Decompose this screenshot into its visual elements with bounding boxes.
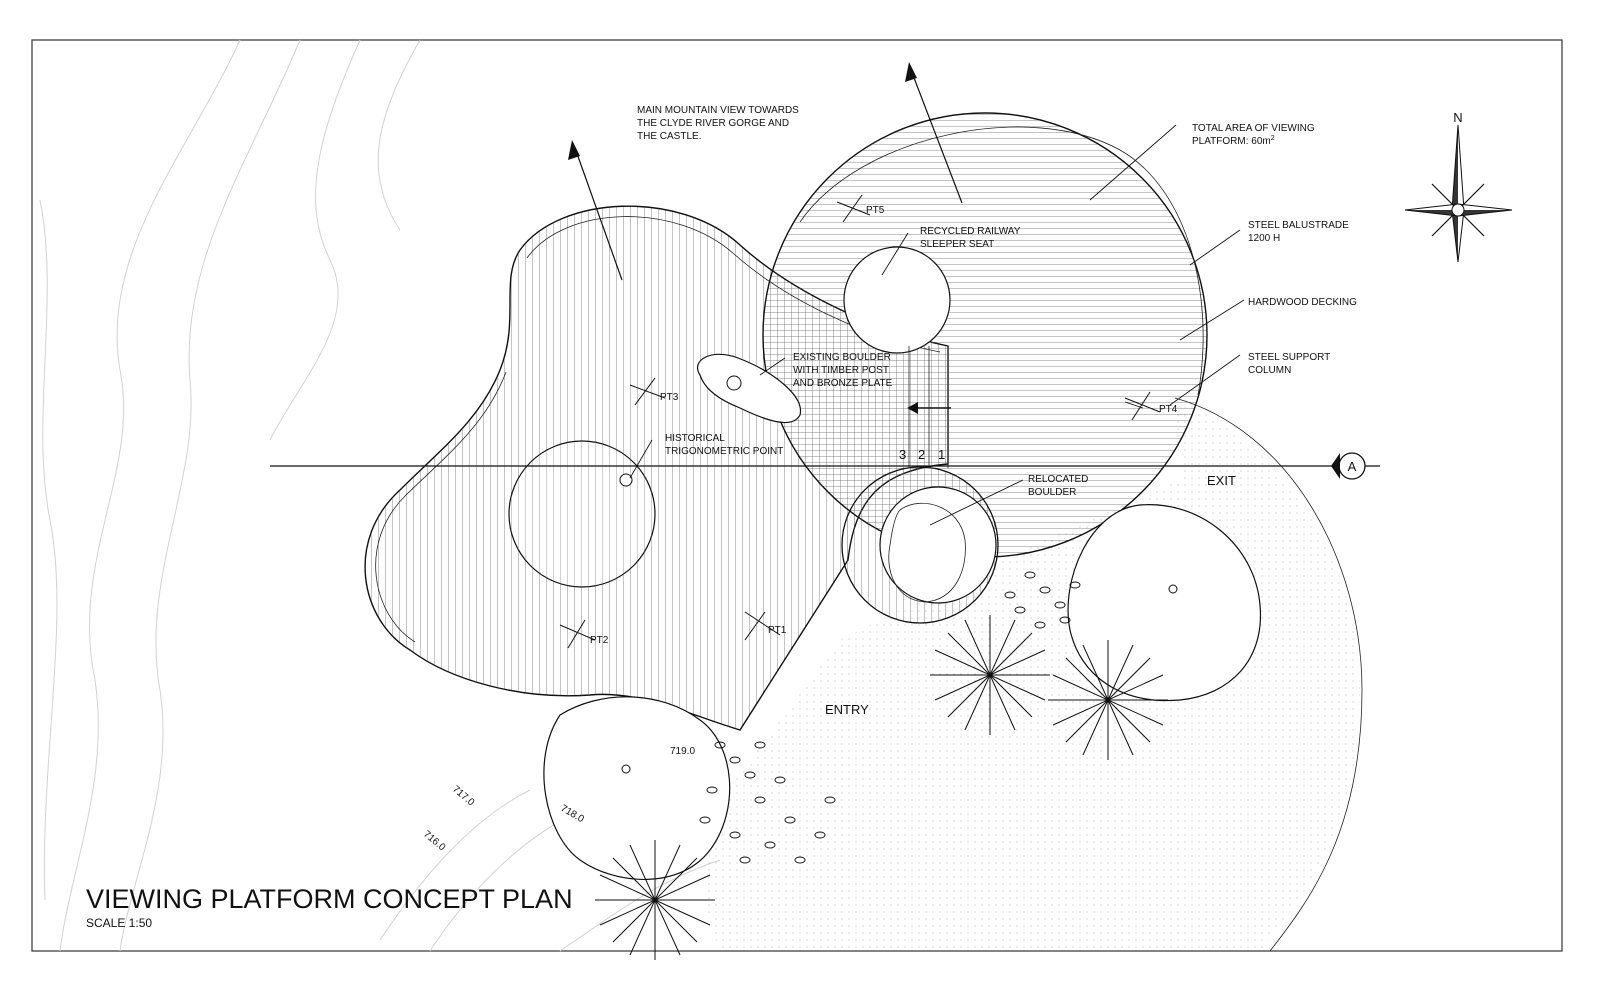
view-arrow-left [568, 140, 623, 281]
point-markers [559, 194, 1161, 649]
relocated-boulder-line-1: RELOCATED [1028, 474, 1088, 485]
north-arrow: N [1404, 110, 1513, 263]
contour-719: 719.0 [670, 746, 695, 757]
sleeper-seat-line-2: SLEEPER SEAT [920, 239, 994, 250]
shrub-cluster-left [699, 741, 836, 864]
pt5-label: PT5 [866, 205, 885, 216]
contour-716: 716.0 [421, 829, 448, 854]
support-column-line-2: COLUMN [1248, 365, 1291, 376]
star-plant-1 [930, 615, 1050, 735]
entry-label: ENTRY [825, 702, 869, 717]
decking-label: HARDWOOD DECKING [1248, 297, 1357, 308]
view-arrow-right [905, 62, 963, 204]
existing-boulder-line-3: AND BRONZE PLATE [793, 378, 893, 389]
section-marker-label: A [1348, 459, 1357, 474]
step-1: 1 [938, 447, 945, 462]
shrub-cluster-right [1004, 571, 1081, 629]
pt1-label: PT1 [768, 625, 787, 636]
mountain-view-line-2: THE CLYDE RIVER GORGE AND [637, 118, 789, 129]
column-arrow [907, 402, 951, 414]
exit-label: EXIT [1207, 473, 1236, 488]
right-deck [762, 112, 1208, 558]
pt4-label: PT4 [1159, 404, 1178, 415]
terrain-contours [39, 39, 721, 952]
contour-717: 717.0 [450, 784, 477, 809]
sleeper-seat-line-1: RECYCLED RAILWAY [920, 226, 1021, 237]
pt2-label: PT2 [590, 635, 609, 646]
section-marker: A [1331, 452, 1366, 480]
mountain-view-line-1: MAIN MOUNTAIN VIEW TOWARDS [637, 105, 799, 116]
total-area-superscript: 2 [1271, 135, 1275, 142]
paved-area-edge [1174, 397, 1363, 952]
relocated-boulder-line-2: BOULDER [1028, 487, 1076, 498]
drawing-scale: SCALE 1:50 [86, 916, 152, 930]
existing-boulder-line-1: EXISTING BOULDER [793, 352, 891, 363]
balustrade-line-2: 1200 H [1248, 233, 1280, 244]
existing-boulder-line-2: WITH TIMBER POST [793, 365, 889, 376]
total-area-line-2: PLATFORM: 60m2 [1192, 135, 1275, 147]
leader-lines [629, 124, 1245, 526]
total-area-line-1: TOTAL AREA OF VIEWING [1192, 123, 1315, 134]
tree-canopy-left [543, 696, 731, 880]
step-3: 3 [899, 447, 906, 462]
trig-point-circle [508, 440, 656, 588]
support-column-line-1: STEEL SUPPORT [1248, 352, 1330, 363]
existing-boulder [697, 353, 801, 424]
step-2: 2 [918, 447, 925, 462]
pt3-label: PT3 [660, 392, 679, 403]
star-plant-2 [1048, 640, 1168, 760]
total-area-text: PLATFORM: 60m [1192, 136, 1271, 147]
star-plant-3 [595, 840, 715, 960]
mountain-view-line-3: THE CASTLE. [637, 131, 701, 142]
trig-point-line-1: HISTORICAL [665, 433, 725, 444]
north-label: N [1453, 110, 1462, 125]
sleeper-seat [843, 246, 951, 354]
balustrade-line-1: STEEL BALUSTRADE [1248, 220, 1349, 231]
relocated-boulder [841, 466, 999, 624]
drawing-title: VIEWING PLATFORM CONCEPT PLAN [86, 884, 573, 914]
trig-point-line-2: TRIGONOMETRIC POINT [665, 446, 783, 457]
tree-canopy-right [1067, 504, 1262, 702]
